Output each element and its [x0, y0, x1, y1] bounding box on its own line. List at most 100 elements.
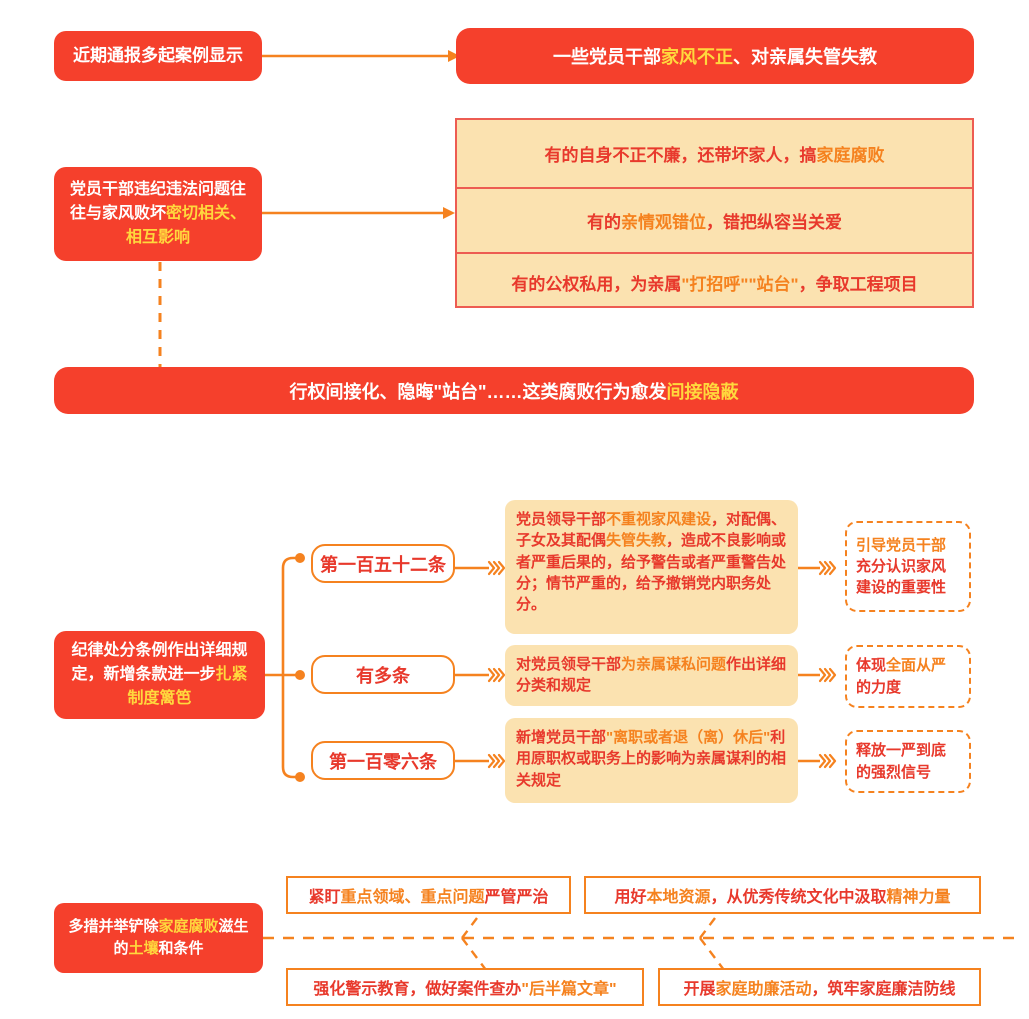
measure-box-1: 紧盯重点领域、重点问题严管严治 — [286, 876, 571, 914]
mb1-seg-2: 重点领域、重点问题 — [340, 889, 485, 906]
measure-box-2: 用好本地资源，从优秀传统文化中汲取精神力量 — [584, 876, 981, 914]
d1-seg-4: 失管失教 — [606, 532, 667, 550]
headline-seg-2: 家风不正 — [661, 47, 733, 67]
summary-text: 行权间接化、隐晦"站台"……这类腐败行为愈发间接隐蔽 — [289, 378, 738, 404]
m-root-seg-2: 家庭腐败 — [158, 917, 219, 935]
measure-3-text: 强化警示教育，做好案件查办"后半篇文章" — [313, 975, 616, 999]
row2-seg-1: 有的 — [587, 213, 621, 232]
mb2-seg-4: 精神力量 — [886, 889, 951, 906]
table-row: 有的自身不正不廉，还带坏家人，搞家庭腐败 — [457, 120, 972, 189]
cause-box: 党员干部违纪违法问题往往与家风败坏密切相关、相互影响 — [54, 167, 262, 261]
d3-seg-3: 利用原职权或职务上的影响为亲属谋利的相关规定 — [516, 729, 787, 789]
branch-detail-card-3: 新增党员干部"离职或者退（离）休后"利用原职权或职务上的影响为亲属谋利的相关规定 — [505, 718, 798, 803]
table-row: 有的公权私用，为亲属"打招呼""站台"，争取工程项目 — [457, 254, 972, 310]
o3-seg-1: 释放一严到底 — [856, 742, 947, 760]
d2-seg-2: 为亲属谋私问题 — [621, 656, 727, 673]
d2-seg-3: 作出详细分类和规定 — [516, 656, 787, 695]
mb3-seg-2: "后半篇文章" — [521, 981, 617, 998]
cause-seg-2: 密切相关、相互影响 — [125, 205, 247, 246]
branch-node-1[interactable]: 第一百五十二条 — [311, 544, 455, 583]
summary-banner: 行权间接化、隐晦"站台"……这类腐败行为愈发间接隐蔽 — [54, 367, 974, 414]
headline-seg-1: 一些党员干部 — [553, 47, 661, 67]
m-root-seg-4: 土壤 — [128, 940, 159, 957]
o1-seg-2: 充分认识家风建设的重要性 — [856, 557, 947, 597]
headline-seg-3: 、对亲属失管失教 — [733, 47, 877, 67]
m-root-seg-1: 多措并举铲除 — [68, 917, 159, 935]
row3-seg-2: "打招呼""站台" — [681, 274, 799, 294]
mb2-seg-3: ，从优秀传统文化中汲取 — [710, 889, 887, 906]
branch-detail-card-1: 党员领导干部不重视家风建设，对配偶、子女及其配偶失管失教，造成不良影响或者严重后… — [505, 500, 798, 634]
mb3-seg-1: 强化警示教育，做好案件查办 — [313, 981, 522, 998]
branch-detail-2-text: 对党员领导干部为亲属谋私问题作出详细分类和规定 — [516, 656, 786, 694]
m-root-seg-5: 和条件 — [158, 940, 204, 957]
row2-seg-2: 亲情观错位 — [621, 213, 706, 232]
branch-outcome-2-text: 体现全面从严的力度 — [856, 655, 960, 698]
regulation-root-box: 纪律处分条例作出详细规定，新增条款进一步扎紧制度篱笆 — [54, 631, 265, 719]
branch-node-2[interactable]: 有多条 — [311, 655, 455, 694]
measures-root-text: 多措并举铲除家庭腐败滋生的土壤和条件 — [64, 916, 253, 961]
connector-outcome-2 — [798, 667, 837, 683]
table-row-3-text: 有的公权私用，为亲属"打招呼""站台"，争取工程项目 — [511, 270, 917, 295]
arrow-right-icon — [443, 207, 455, 219]
branch-node-3[interactable]: 第一百零六条 — [311, 741, 455, 780]
measure-2-text: 用好本地资源，从优秀传统文化中汲取精神力量 — [614, 883, 950, 907]
branch-detail-3-text: 新增党员干部"离职或者退（离）休后"利用原职权或职务上的影响为亲属谋利的相关规定 — [516, 729, 786, 789]
connector-branch-1 — [455, 560, 506, 576]
measure-1-text: 紧盯重点领域、重点问题严管严治 — [308, 883, 548, 907]
mb1-seg-3: 严管严治 — [484, 889, 549, 906]
tree-spine-upper — [281, 556, 300, 675]
o3-seg-2: 的强烈信号 — [856, 763, 932, 781]
table-row-1-text: 有的自身不正不廉，还带坏家人，搞家庭腐败 — [545, 141, 885, 166]
headline-banner: 一些党员干部家风不正、对亲属失管失教 — [456, 28, 974, 84]
m-root-seg-3: 滋生的 — [113, 917, 249, 958]
row3-seg-1: 有的公权私用，为亲属 — [511, 274, 682, 294]
connector-outcome-1 — [798, 560, 837, 576]
summary-seg-2: 间接隐蔽 — [666, 381, 739, 402]
mb4-seg-2: 家庭助廉活动 — [715, 981, 812, 998]
d3-seg-2: "离职或者退（离）休后" — [606, 729, 771, 746]
source-box: 近期通报多起案例显示 — [54, 31, 262, 81]
branch-outcome-card-2: 体现全面从严的力度 — [845, 645, 971, 708]
d3-seg-1: 新增党员干部 — [516, 729, 607, 746]
branch-outcome-1-text: 引导党员干部充分认识家风建设的重要性 — [856, 535, 960, 599]
table-row-2-text: 有的亲情观错位，错把纵容当关爱 — [587, 208, 842, 233]
d1-seg-1: 党员领导干部 — [516, 511, 607, 528]
mb1-seg-1: 紧盯 — [308, 889, 341, 906]
measure-box-4: 开展家庭助廉活动，筑牢家庭廉洁防线 — [658, 968, 981, 1006]
branch-node-3-label: 第一百零六条 — [329, 751, 437, 772]
source-box-label: 近期通报多起案例显示 — [73, 46, 243, 66]
reg-root-seg-1: 纪律处分条例作出详细规定，新增条款进一步 — [71, 642, 248, 683]
d1-seg-3: ，对配偶、子女及其配偶 — [516, 511, 787, 550]
branch-detail-1-text: 党员领导干部不重视家风建设，对配偶、子女及其配偶失管失教，造成不良影响或者严重后… — [516, 511, 786, 613]
row3-seg-3: ，争取工程项目 — [798, 274, 918, 294]
measure-box-3: 强化警示教育，做好案件查办"后半篇文章" — [286, 968, 644, 1006]
bullet-dot-icon — [295, 670, 305, 680]
row1-seg-1: 有的自身不正不廉，还带坏家人，搞 — [544, 146, 817, 165]
d1-seg-5: ，造成不良影响或者严重后果的，给予警告或者严重警告处分；情节严重的，给予撤销党内… — [516, 532, 787, 614]
tree-spine-lower — [281, 675, 300, 779]
summary-seg-1: 行权间接化、隐晦"站台"……这类腐败行为愈发 — [289, 381, 667, 402]
reg-root-seg-2: 扎紧制度篱笆 — [127, 666, 248, 707]
connector-branch-3 — [455, 753, 506, 769]
branch-detail-card-2: 对党员领导干部为亲属谋私问题作出详细分类和规定 — [505, 645, 798, 706]
mb4-seg-3: ，筑牢家庭廉洁防线 — [811, 981, 956, 998]
measures-root-box: 多措并举铲除家庭腐败滋生的土壤和条件 — [54, 903, 263, 973]
cause-seg-1: 党员干部违纪违法问题往往与家风败坏 — [69, 181, 246, 222]
row2-seg-3: ，错把纵容当关爱 — [706, 213, 842, 232]
mb2-seg-1: 用好 — [614, 889, 647, 906]
measure-4-text: 开展家庭助廉活动，筑牢家庭廉洁防线 — [683, 975, 955, 999]
branch-node-2-label: 有多条 — [356, 665, 410, 686]
bullet-dot-icon — [295, 772, 305, 782]
table-row: 有的亲情观错位，错把纵容当关爱 — [457, 189, 972, 254]
branch-outcome-card-1: 引导党员干部充分认识家风建设的重要性 — [845, 521, 971, 612]
connector-branch-2 — [455, 667, 506, 683]
mb2-seg-2: 本地资源 — [646, 889, 711, 906]
headline-text: 一些党员干部家风不正、对亲属失管失教 — [553, 43, 877, 69]
o1-seg-1: 引导党员干部 — [856, 536, 947, 554]
d1-seg-2: 不重视家风建设 — [606, 511, 712, 528]
branch-outcome-3-text: 释放一严到底的强烈信号 — [856, 740, 960, 783]
o2-seg-3: 的力度 — [856, 678, 902, 696]
d2-seg-1: 对党员领导干部 — [516, 656, 622, 673]
branch-outcome-card-3: 释放一严到底的强烈信号 — [845, 730, 971, 793]
